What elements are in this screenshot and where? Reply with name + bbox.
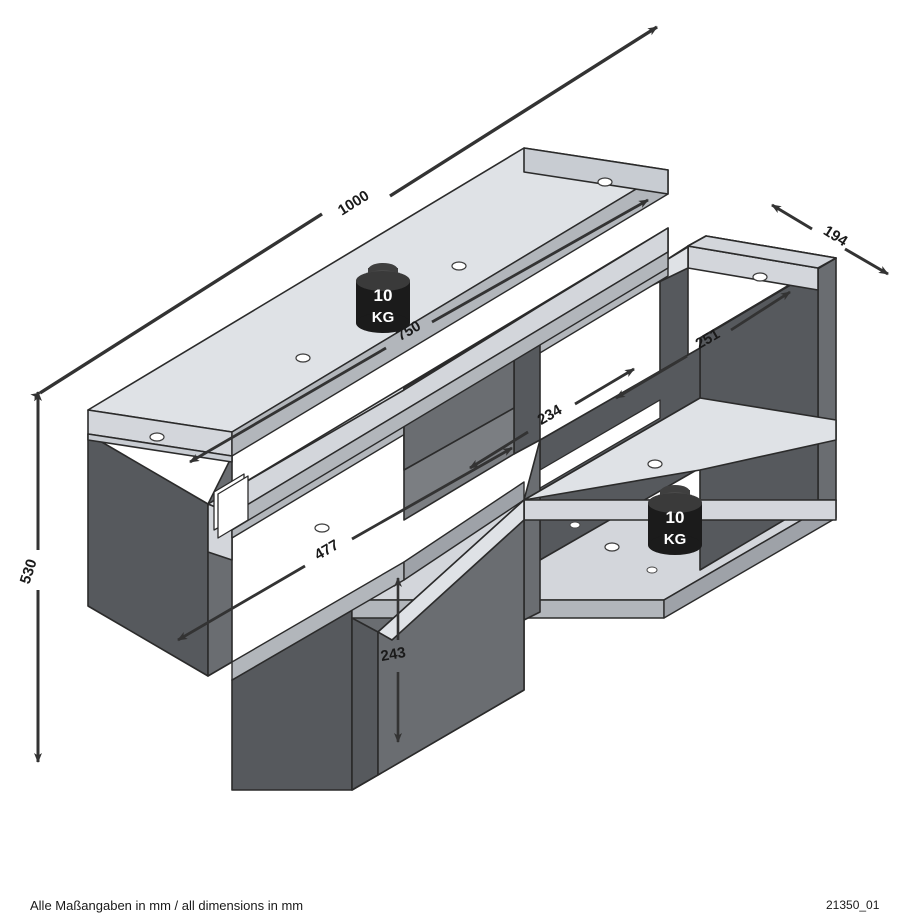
dimension-line-mid-inner	[469, 367, 635, 470]
center-inner-slot	[539, 399, 661, 489]
dimension-line-lower-shelf-inner	[177, 446, 513, 642]
lower-left-cubby-interior	[377, 499, 525, 776]
footer-units-note: Alle Maßangaben in mm / all dimensions i…	[30, 898, 304, 913]
load-badge-upper: 10 KG	[356, 263, 410, 333]
dimension-label-243: 243	[379, 644, 407, 665]
load-badge-lower-unit: KG	[664, 531, 687, 548]
dimension-line-overall-depth	[771, 203, 889, 276]
left-inner-slot	[217, 475, 249, 539]
load-badge-upper-unit: KG	[372, 309, 395, 326]
load-badge-lower-weight: 10	[666, 508, 685, 527]
dimension-line-overall-width	[30, 25, 658, 402]
dimension-line-top-shelf-inner	[189, 198, 649, 464]
dowel-holes	[149, 177, 768, 574]
load-badge-lower: 10 KG	[648, 485, 702, 555]
dimension-label-530: 530	[17, 557, 41, 586]
dimension-line-top-right-inner	[615, 290, 791, 400]
load-badge-upper-weight: 10	[374, 286, 393, 305]
footer-drawing-number: 21350_01	[826, 898, 880, 912]
